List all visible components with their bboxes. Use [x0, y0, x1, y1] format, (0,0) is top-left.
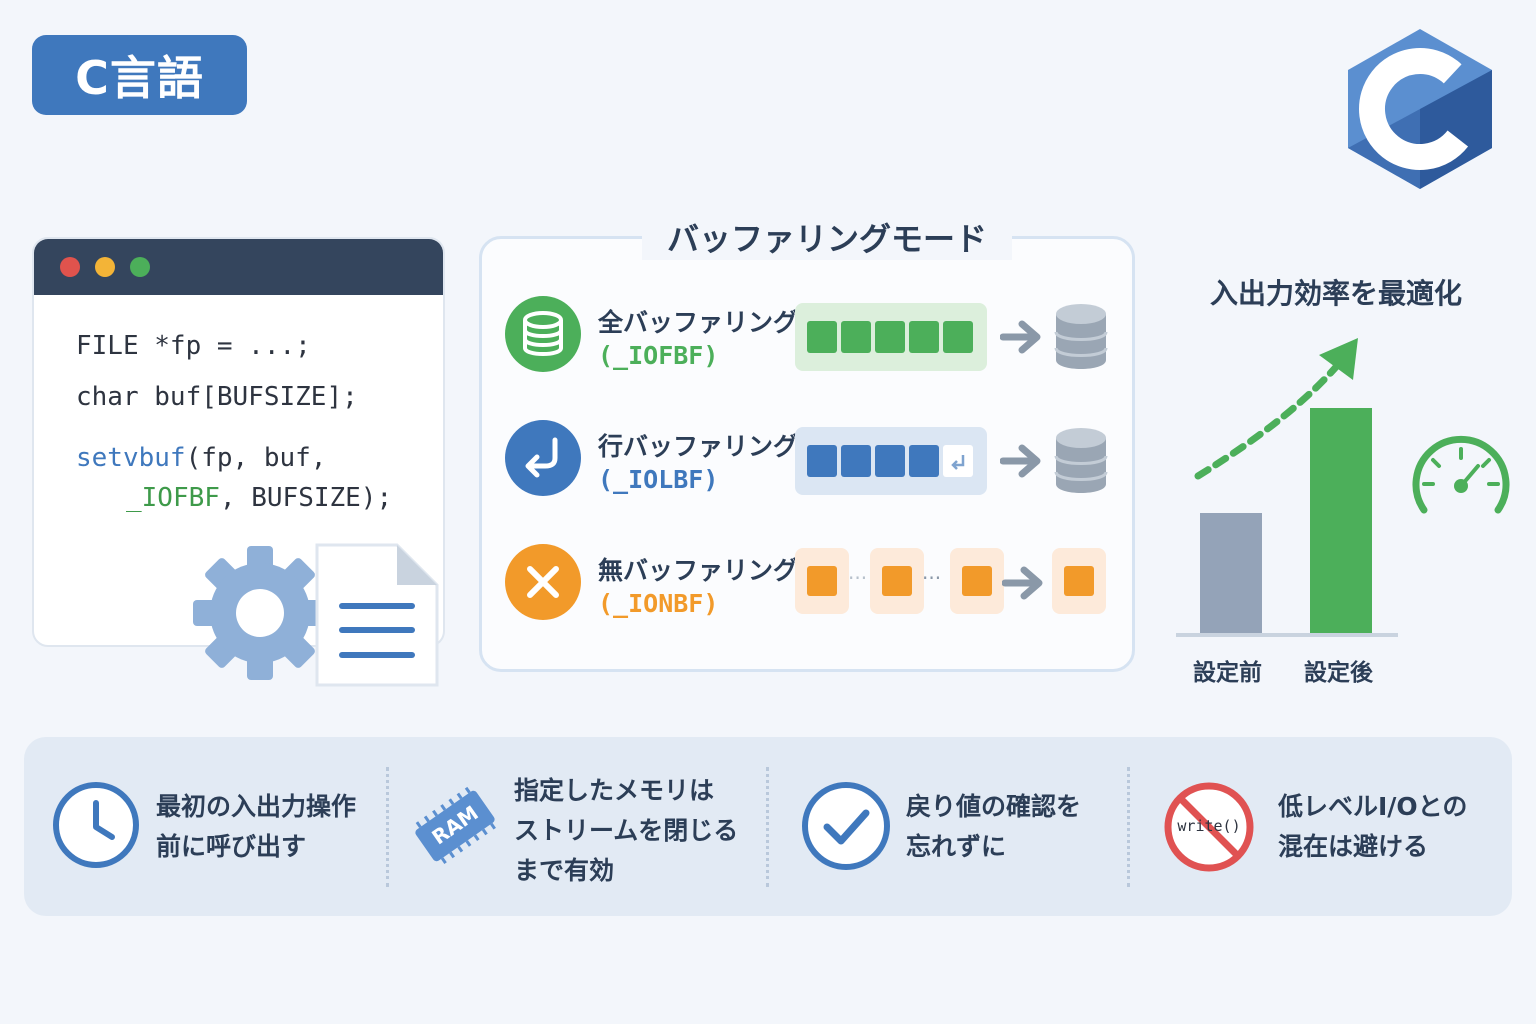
newline-block — [943, 445, 973, 477]
byte-block — [807, 566, 837, 596]
buffer-block — [943, 321, 973, 353]
ellipsis: ··· — [848, 566, 868, 590]
buffer-block — [875, 445, 905, 477]
byte-block — [1064, 566, 1094, 596]
prohibited-icon: write() — [1163, 781, 1255, 873]
maximize-dot — [130, 257, 150, 277]
unbuffered-cell — [795, 548, 849, 614]
buffering-mode-title: バッファリングモード — [642, 218, 1012, 260]
setvbuf-keyword: setvbuf — [76, 443, 186, 473]
document-icon — [315, 543, 439, 687]
trend-arrowhead — [1319, 338, 1358, 380]
write-call-label: write() — [1177, 817, 1241, 835]
code-line-2: char buf[BUFSIZE]; — [76, 382, 358, 412]
arrow-right-icon — [1002, 566, 1043, 600]
tip-line: 最初の入出力操作 — [156, 792, 357, 821]
code-line-3: setvbuf(fp, buf, — [76, 443, 326, 473]
return-arrow-icon — [505, 420, 581, 496]
mode-name-none: 無バッファリング — [598, 556, 799, 585]
tip-divider — [1127, 767, 1130, 887]
tip-line: 前に呼び出す — [156, 832, 307, 861]
cross-icon — [505, 544, 581, 620]
mode-code-full: (_IOFBF) — [598, 341, 719, 370]
tip-memory-valid: 指定したメモリは ストリームを閉じる まで有効 — [514, 771, 738, 891]
database-icon — [505, 296, 581, 372]
buffer-block — [807, 445, 837, 477]
ellipsis: ··· — [922, 566, 942, 590]
code-line-4-args: , BUFSIZE); — [219, 483, 393, 513]
code-titlebar — [34, 239, 443, 295]
bar-before — [1200, 513, 1262, 633]
tip-line: 混在は避ける — [1278, 832, 1429, 861]
iofbf-constant: _IOFBF — [126, 483, 220, 513]
tip-line: 指定したメモリは — [514, 776, 715, 805]
buffer-block — [909, 445, 939, 477]
buffer-block — [841, 445, 871, 477]
arrow-right-icon — [1000, 320, 1041, 354]
buffer-block — [841, 321, 871, 353]
bar-after — [1310, 408, 1372, 633]
page-title: C言語 — [32, 35, 247, 115]
gear-icon — [193, 546, 327, 680]
c-language-logo — [1348, 29, 1492, 189]
byte-block — [882, 566, 912, 596]
unbuffered-output-cell — [1052, 548, 1106, 614]
ram-chip-icon: RAM — [412, 783, 498, 869]
buffer-block — [909, 321, 939, 353]
full-buffer-strip — [795, 303, 987, 371]
chart-baseline — [1176, 633, 1398, 637]
storage-icon — [1054, 428, 1108, 493]
close-dot — [60, 257, 80, 277]
code-line-3-args: (fp, buf, — [185, 443, 327, 473]
code-line-1: FILE *fp = ...; — [76, 331, 311, 361]
efficiency-chart — [1176, 338, 1398, 637]
storage-icon — [1054, 304, 1108, 369]
tip-line: 忘れずに — [906, 832, 1007, 861]
tip-check-return: 戻り値の確認を 忘れずに — [906, 787, 1081, 867]
tip-line: まで有効 — [514, 856, 615, 885]
check-circle-icon — [802, 782, 890, 870]
buffer-block — [875, 321, 905, 353]
tip-avoid-mixing: 低レベルI/Oとの 混在は避ける — [1278, 787, 1467, 867]
tip-line: 戻り値の確認を — [906, 792, 1082, 821]
minimize-dot — [95, 257, 115, 277]
tip-divider — [766, 767, 769, 887]
bar-label-before: 設定前 — [1193, 660, 1262, 686]
speedometer-icon — [1412, 435, 1510, 514]
unbuffered-cell — [870, 548, 924, 614]
mode-code-none: (_IONBF) — [598, 589, 719, 618]
byte-block — [962, 566, 992, 596]
chart-title: 入出力効率を最適化 — [1209, 277, 1462, 310]
mode-code-line: (_IOLBF) — [598, 465, 719, 494]
mode-name-line: 行バッファリング — [598, 432, 799, 461]
tip-call-first: 最初の入出力操作 前に呼び出す — [156, 787, 356, 867]
tip-line: ストリームを閉じる — [514, 816, 739, 845]
code-line-4: _IOFBF, BUFSIZE); — [126, 483, 392, 513]
clock-icon — [53, 782, 139, 868]
buffer-block — [807, 321, 837, 353]
code-window: FILE *fp = ...; char buf[BUFSIZE]; setvb… — [32, 237, 445, 647]
tip-line: 低レベルI/Oとの — [1278, 792, 1468, 821]
mode-name-full: 全バッファリング — [598, 308, 799, 337]
arrow-right-icon — [1000, 444, 1041, 478]
trend-arrow — [1194, 356, 1346, 480]
line-buffer-strip — [795, 427, 987, 495]
bar-label-after: 設定後 — [1304, 660, 1373, 686]
tip-divider — [386, 767, 389, 887]
unbuffered-cell — [950, 548, 1004, 614]
